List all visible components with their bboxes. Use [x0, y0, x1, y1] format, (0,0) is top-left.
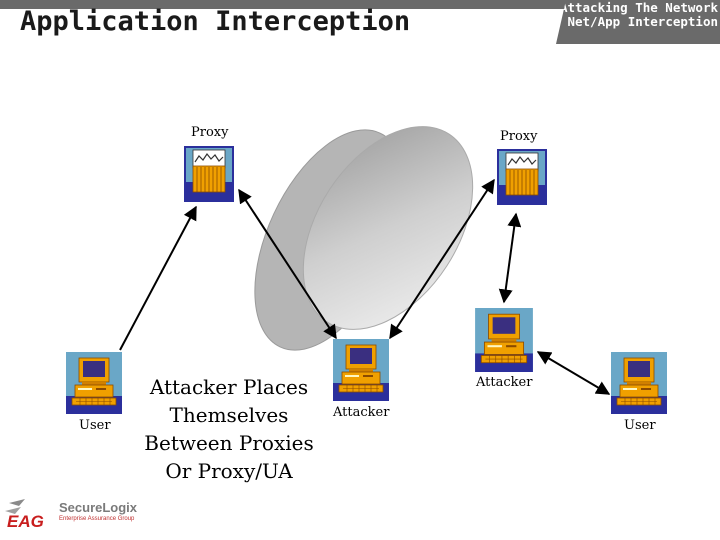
- page-title: Application Interception: [20, 6, 411, 37]
- proxy-right-icon: [497, 148, 547, 206]
- user-left-icon: [66, 352, 122, 414]
- diagram-caption: Attacker Places Themselves Between Proxi…: [140, 373, 318, 485]
- svg-text:EAG: EAG: [7, 512, 44, 531]
- link-attacker-right-user-right: [536, 351, 611, 395]
- link-proxy-right-attacker-right: [498, 212, 522, 304]
- proxy-left-icon: [184, 145, 234, 203]
- attacker-right-label: Attacker: [476, 375, 533, 390]
- logo-name: SecureLogix: [59, 500, 138, 515]
- user-left-label: User: [79, 418, 111, 433]
- proxy-left-label: Proxy: [191, 125, 229, 140]
- caption-line-3: Between Proxies: [144, 431, 314, 455]
- attacker-right-icon: [474, 308, 534, 372]
- attacker-center-label: Attacker: [333, 405, 390, 420]
- logo-tagline: Enterprise Assurance Group: [59, 516, 135, 522]
- caption-line-2: Themselves: [169, 403, 289, 427]
- user-right-label: User: [624, 418, 656, 433]
- link-user-left-proxy-left: [119, 205, 197, 351]
- company-logo: EAG SecureLogix Enterprise Assurance Gro…: [3, 497, 143, 531]
- caption-line-1: Attacker Places: [149, 375, 309, 399]
- network-cloud: [254, 126, 474, 351]
- user-right-icon: [611, 352, 667, 414]
- link-proxy-left-attacker: [238, 188, 337, 340]
- tab-line-2: Net/App Interception: [567, 14, 718, 29]
- caption-line-4: Or Proxy/UA: [165, 459, 293, 483]
- header-bar: [0, 0, 720, 9]
- section-tab: Attacking The Network Net/App Intercepti…: [556, 0, 720, 44]
- tab-line-1: Attacking The Network: [559, 0, 718, 15]
- attacker-center-icon: [333, 339, 389, 401]
- proxy-right-label: Proxy: [500, 129, 538, 144]
- link-attacker-proxy-right: [389, 178, 495, 340]
- eag-logo-mark: EAG: [5, 499, 44, 531]
